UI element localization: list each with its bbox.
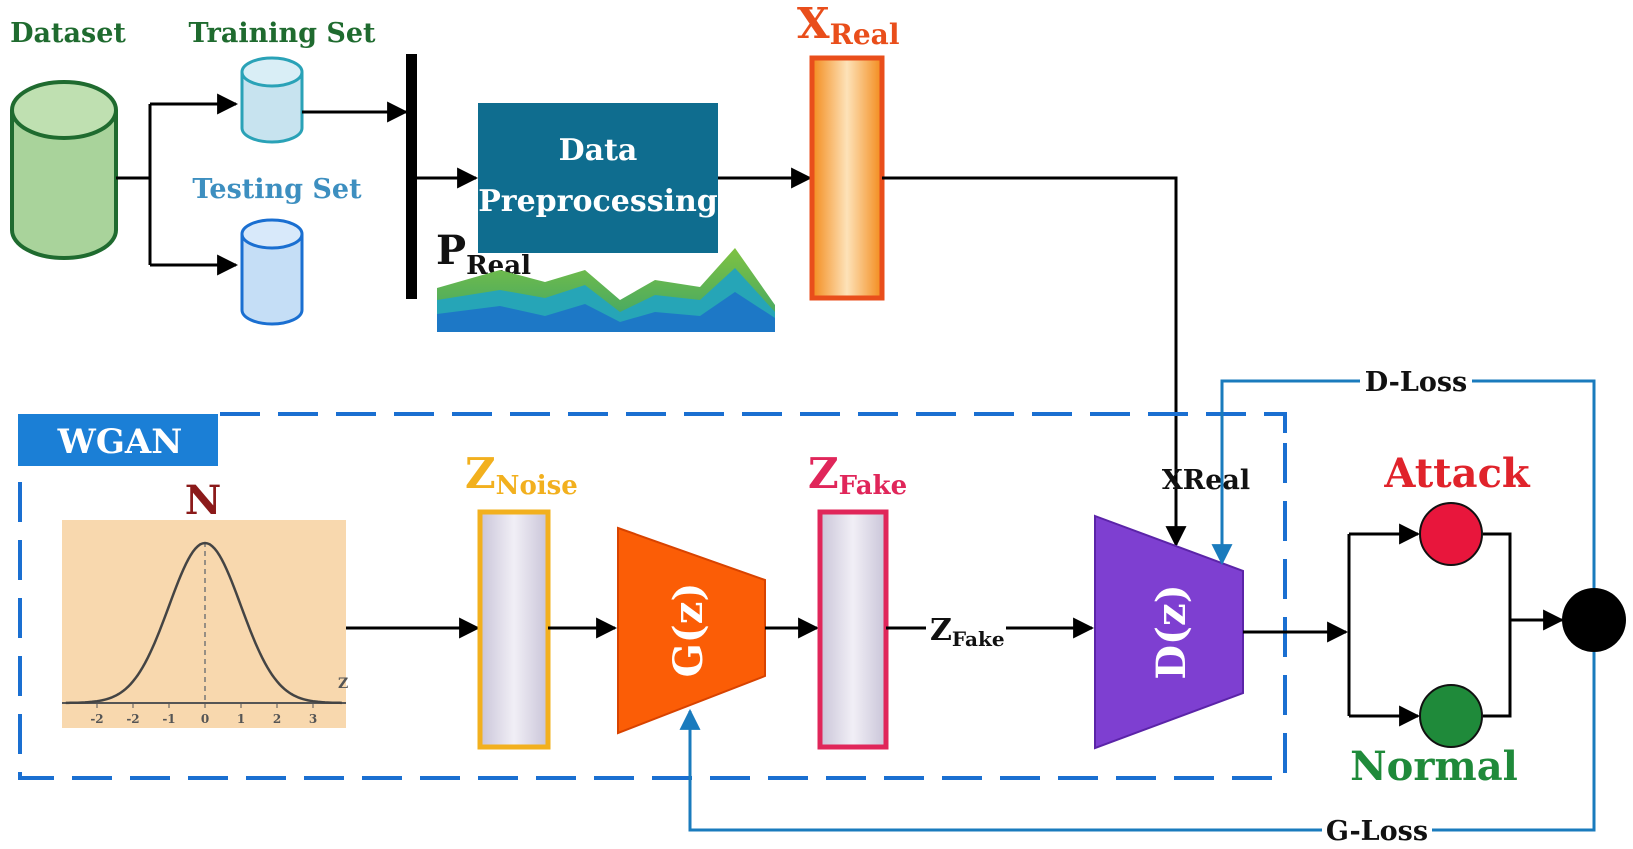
gaussian-tick-label: 1 — [237, 712, 245, 726]
gaussian-tick-label: 2 — [273, 712, 281, 726]
dataset-label: Dataset — [10, 18, 126, 49]
n-label: N — [185, 477, 222, 524]
normal-node — [1419, 684, 1483, 748]
g-loss-label: G-Loss — [1326, 816, 1428, 847]
split-connectors — [116, 93, 239, 276]
gaussian-tick-label: -2 — [126, 712, 139, 726]
x-real-bar — [809, 55, 885, 301]
training-set-cylinder — [240, 56, 304, 144]
p-real-area-chart — [437, 248, 775, 332]
normal-distribution-plot: -2 -2 -1 0 1 2 3 Z — [62, 520, 348, 728]
merge-bar — [406, 54, 417, 299]
attack-label: Attack — [1383, 450, 1531, 497]
wgan-label: WGAN — [57, 422, 183, 462]
d-loss-label: D-Loss — [1365, 367, 1468, 398]
normal-label: Normal — [1350, 743, 1518, 790]
generator-block — [617, 526, 766, 735]
z-fake-bar — [817, 509, 889, 750]
d-loss-label-bg — [1360, 366, 1472, 396]
testing-set-cylinder — [240, 218, 304, 326]
z-noise-label: ZNoise — [465, 449, 578, 501]
gaussian-tick-label: 0 — [201, 712, 209, 726]
gaussian-axis-label: Z — [338, 676, 348, 692]
z-fake-arrow-label-bg — [926, 612, 1006, 652]
xreal-to-discriminator-line — [882, 176, 1187, 548]
class-split-connectors — [1347, 523, 1565, 727]
gaussian-tick-label: -2 — [90, 712, 103, 726]
training-set-label: Training Set — [188, 18, 376, 49]
gaussian-tick-label: 3 — [309, 712, 317, 726]
z-fake-arrow-label: ZFake — [930, 613, 1005, 651]
wgan-badge — [18, 414, 218, 466]
z-fake-label: ZFake — [808, 449, 907, 501]
discriminator-label: D(z) — [1148, 584, 1195, 679]
data-preprocessing-line1: Data — [559, 133, 638, 168]
generator-label: G(z) — [665, 583, 712, 678]
x-real-top-label: XReal — [797, 0, 899, 51]
data-preprocessing-line2: Preprocessing — [478, 184, 718, 219]
attack-node — [1419, 502, 1483, 566]
gaussian-tick-label: -1 — [162, 712, 175, 726]
data-preprocessing-box — [478, 103, 718, 253]
dataset-cylinder — [10, 80, 118, 260]
z-noise-bar — [477, 509, 551, 750]
wgan-dashed-border — [18, 412, 1287, 780]
g-loss-label-bg — [1322, 815, 1432, 845]
x-real-mid-label: XReal — [1162, 465, 1250, 496]
testing-set-label: Testing Set — [192, 174, 362, 205]
g-loss-line — [679, 652, 1596, 832]
output-node — [1562, 588, 1626, 652]
discriminator-block — [1094, 514, 1244, 750]
